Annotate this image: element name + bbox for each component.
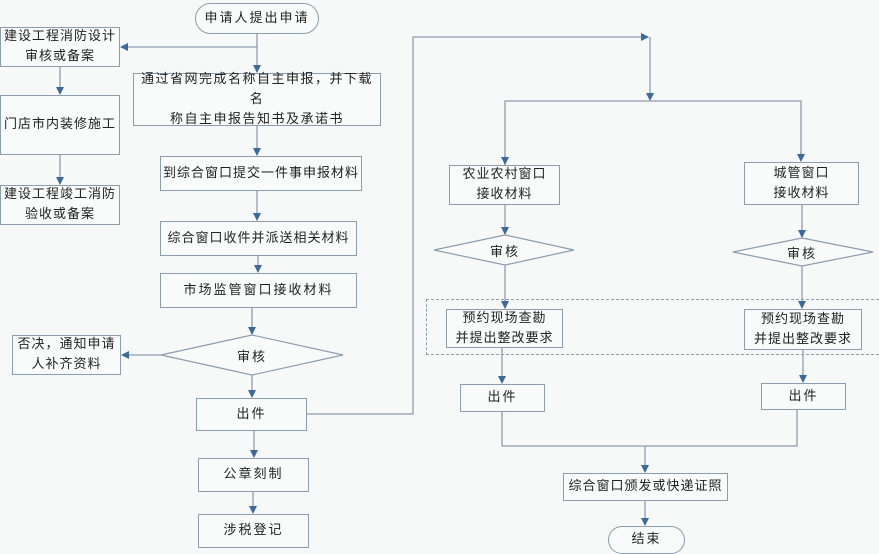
issue-node-main[interactable]: 出件 [196,398,307,431]
issue-node-right[interactable]: 出件 [761,383,846,410]
seal-node[interactable]: 公章刻制 [198,458,309,492]
connector-issue-to-branches [306,33,649,415]
connector-branch-split [504,100,802,165]
final-issue-node[interactable]: 综合窗口颁发或快递证照 [563,473,728,501]
urban-receive-node[interactable]: 城管窗口 接收材料 [744,162,859,205]
review-label-right: 审核 [786,246,817,262]
tax-node[interactable]: 涉税登记 [198,514,309,548]
agri-receive-node[interactable]: 农业农村窗口 接收材料 [449,165,560,205]
inspect-node-left[interactable]: 预约现场查勘 并提出整改要求 [446,309,563,348]
review-diamond-main [160,334,344,376]
start-node[interactable]: 申请人提出申请 [195,3,319,34]
review-label-left: 审核 [489,244,520,260]
review-label-main: 审核 [236,349,267,365]
review-diamond-left [433,234,575,266]
market-receive-node[interactable]: 市场监管窗口接收材料 [160,273,357,308]
reject-node[interactable]: 否决，通知申请 人补齐资料 [12,335,121,375]
connector-merge [501,409,798,447]
inspect-node-right[interactable]: 预约现场查勘 并提出整改要求 [744,309,862,350]
end-node[interactable]: 结束 [608,526,685,554]
fire-design-node[interactable]: 建设工程消防设计 审核或备案 [0,27,120,67]
renovation-node[interactable]: 门店市内装修施工 [0,95,120,155]
online-declare-node[interactable]: 通过省网完成名称自主申报，并下载名 称自主申报告知书及承诺书 [133,72,381,127]
submit-materials-node[interactable]: 到综合窗口提交一件事申报材料 [160,156,362,191]
fire-acceptance-node[interactable]: 建设工程竣工消防 验收或备案 [0,185,120,225]
review-diamond-right [732,237,874,267]
receive-dispatch-node[interactable]: 综合窗口收件并派送相关材料 [160,221,357,256]
inspection-group-frame [426,299,879,355]
issue-node-left[interactable]: 出件 [460,384,545,412]
